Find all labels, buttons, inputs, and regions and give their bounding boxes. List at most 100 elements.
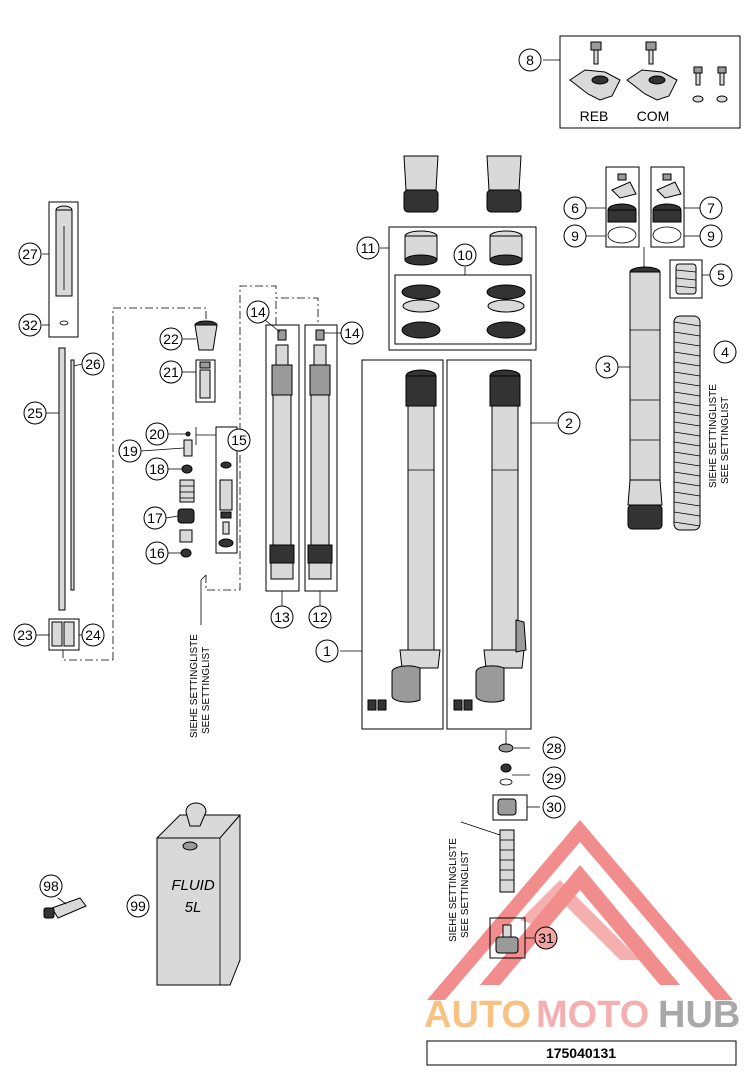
bushing-set-right-icon: [486, 284, 526, 339]
svg-text:5: 5: [717, 267, 725, 283]
svg-text:29: 29: [546, 770, 562, 786]
valve-parts-group: [177, 320, 238, 558]
damper-rod-13-icon: [269, 329, 295, 580]
rod-assembly: [48, 347, 80, 651]
svg-text:99: 99: [130, 898, 146, 914]
svg-text:14: 14: [250, 304, 266, 320]
callout-19: 19: [118, 439, 142, 463]
watermark-logo: AUTO MOTO HUB: [424, 820, 740, 1036]
callout-2: 2: [557, 411, 581, 435]
svg-text:9: 9: [707, 228, 715, 244]
settinglist-note-right-de: SIEHE SETTINGLISTE: [708, 384, 719, 488]
callout-4: 4: [713, 340, 737, 364]
cartridge-tube-3-icon: [618, 266, 663, 530]
can-label-fluid: FLUID: [171, 877, 215, 894]
callout-11: 11: [356, 236, 380, 260]
watermark-triangle-icon: [427, 820, 733, 1000]
svg-text:11: 11: [361, 240, 376, 256]
outer-tube-right-icon: [453, 369, 527, 711]
svg-text:19: 19: [122, 443, 138, 459]
dash-connector-left: [62, 650, 113, 661]
compression-adjuster-icon: [626, 41, 678, 101]
callout-28: 28: [542, 736, 566, 760]
callout-26: 26: [81, 352, 105, 376]
svg-text:20: 20: [149, 426, 165, 442]
svg-text:28: 28: [546, 740, 562, 756]
callout-9-right: 9: [699, 224, 723, 248]
svg-text:12: 12: [312, 609, 328, 625]
callout-7: 7: [699, 196, 723, 220]
settinglist-note-mid-de: SIEHE SETTINGLISTE: [189, 634, 200, 738]
valve-assembly-15-icon: [218, 461, 234, 548]
callout-20: 20: [145, 422, 169, 446]
callout-98: 98: [39, 874, 63, 898]
rebound-adjuster-icon: [569, 41, 621, 101]
callout-14-right: 14: [340, 321, 364, 345]
oil-seal-left-icon: [404, 230, 438, 266]
svg-text:22: 22: [163, 331, 179, 347]
callout-21: 21: [159, 360, 183, 384]
svg-text:25: 25: [27, 405, 43, 421]
drawing-number: 175040131: [546, 1045, 616, 1061]
settinglist-note-right-en: SEE SETTINGLIST: [720, 397, 731, 484]
dash-connector-main: [112, 307, 207, 660]
svg-text:21: 21: [163, 364, 179, 380]
callout-24: 24: [81, 623, 105, 647]
grease-tube-98-icon: [43, 897, 87, 919]
callout-1: 1: [315, 639, 339, 663]
callout-99: 99: [126, 894, 150, 918]
can-label-volume: 5L: [185, 899, 202, 916]
bushing-set-left-icon: [401, 284, 441, 339]
oil-seal-right-icon: [489, 230, 523, 266]
callout-15: 15: [227, 428, 251, 452]
bottom-valve-parts: [460, 730, 540, 959]
nut-16-icon: [180, 548, 192, 558]
fork-caps: [586, 166, 700, 268]
callout-9-left: 9: [563, 224, 587, 248]
callout-14-left: 14: [246, 300, 270, 324]
callout-16: 16: [145, 541, 169, 565]
svg-text:15: 15: [231, 432, 247, 448]
reb-label: REB: [580, 108, 609, 124]
damper-rod-12-icon: [307, 329, 333, 580]
fluid-can-99-icon: FLUID 5L: [156, 802, 241, 986]
piston-rod-25-icon: [58, 347, 66, 611]
callout-23: 23: [13, 623, 37, 647]
group-8-adjusters: REB COM: [543, 35, 741, 129]
callout-25: 25: [23, 401, 47, 425]
svg-text:31: 31: [538, 930, 554, 946]
svg-text:3: 3: [603, 359, 611, 375]
fork-spring-4-icon: [673, 315, 701, 531]
callout-13: 13: [270, 605, 294, 629]
callout-18: 18: [145, 457, 169, 481]
callout-3: 3: [595, 355, 619, 379]
svg-text:4: 4: [721, 344, 729, 360]
screw-19-icon: [183, 439, 193, 457]
callout-12: 12: [308, 605, 332, 629]
svg-text:16: 16: [149, 545, 165, 561]
svg-text:24: 24: [85, 627, 101, 643]
svg-text:14: 14: [344, 325, 360, 341]
svg-text:26: 26: [85, 356, 101, 372]
svg-text:32: 32: [22, 317, 38, 333]
svg-text:9: 9: [571, 228, 579, 244]
settinglist-note-bottom-de: SIEHE SETTINGLISTE: [448, 838, 459, 942]
callout-29: 29: [542, 766, 566, 790]
svg-text:27: 27: [22, 246, 38, 262]
watermark-hub: HUB: [658, 994, 740, 1036]
svg-text:98: 98: [43, 878, 59, 894]
svg-text:23: 23: [17, 627, 33, 643]
callout-30: 30: [542, 795, 566, 819]
svg-text:30: 30: [546, 799, 562, 815]
svg-text:1: 1: [323, 643, 331, 659]
spring-21-icon: [199, 361, 211, 399]
callout-8: 8: [518, 48, 542, 72]
callout-5: 5: [709, 263, 733, 287]
spring-5-icon: [669, 259, 710, 299]
outer-tubes-group: [340, 359, 557, 730]
callout-32: 32: [18, 313, 42, 337]
shim-stack-icon: [179, 479, 195, 503]
callout-10: 10: [453, 243, 477, 267]
dash-connector-rods: [205, 285, 277, 591]
bushing-22-icon: [194, 320, 218, 351]
